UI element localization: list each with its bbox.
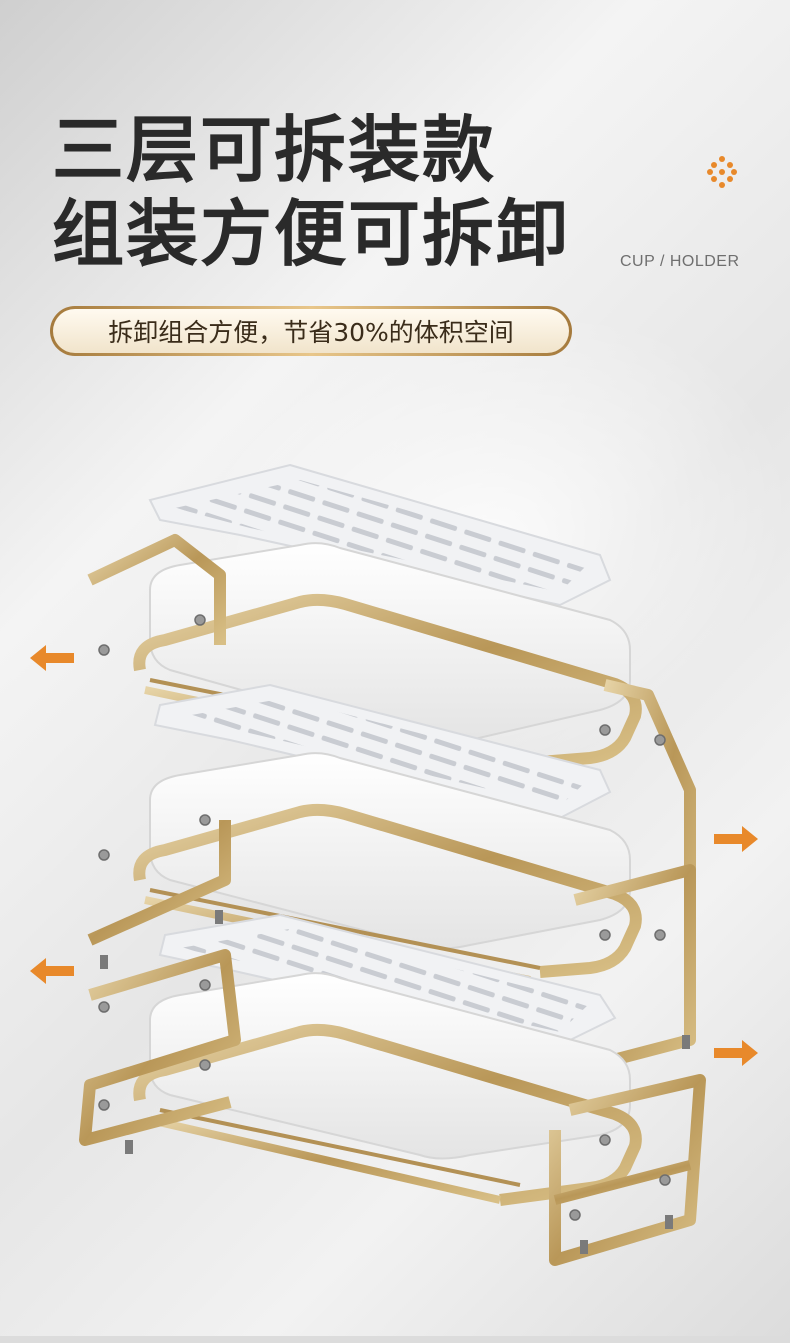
arrow-left-icon	[30, 958, 74, 984]
screw-heads	[98, 614, 671, 1221]
tagline-text: 拆卸组合方便，节省30%的体积空间	[53, 309, 569, 353]
subtitle-cup-holder: CUP / HOLDER	[620, 253, 740, 270]
tier-bottom	[79, 913, 706, 1266]
tier-middle	[87, 683, 696, 1076]
rack-feet	[100, 910, 690, 1254]
tagline-badge: 拆卸组合方便，节省30%的体积空间	[50, 306, 572, 356]
arrow-right-icon	[714, 826, 758, 852]
three-tier-rack-illustration	[79, 463, 706, 1266]
arrow-left-icon	[30, 645, 74, 671]
headline-line-1: 三层可拆装款	[52, 108, 497, 192]
orange-dot-cluster-icon	[707, 156, 737, 188]
headline-line-2: 组装方便可拆卸	[52, 192, 571, 276]
bottom-divider	[0, 1336, 790, 1343]
arrow-right-icon	[714, 1040, 758, 1066]
